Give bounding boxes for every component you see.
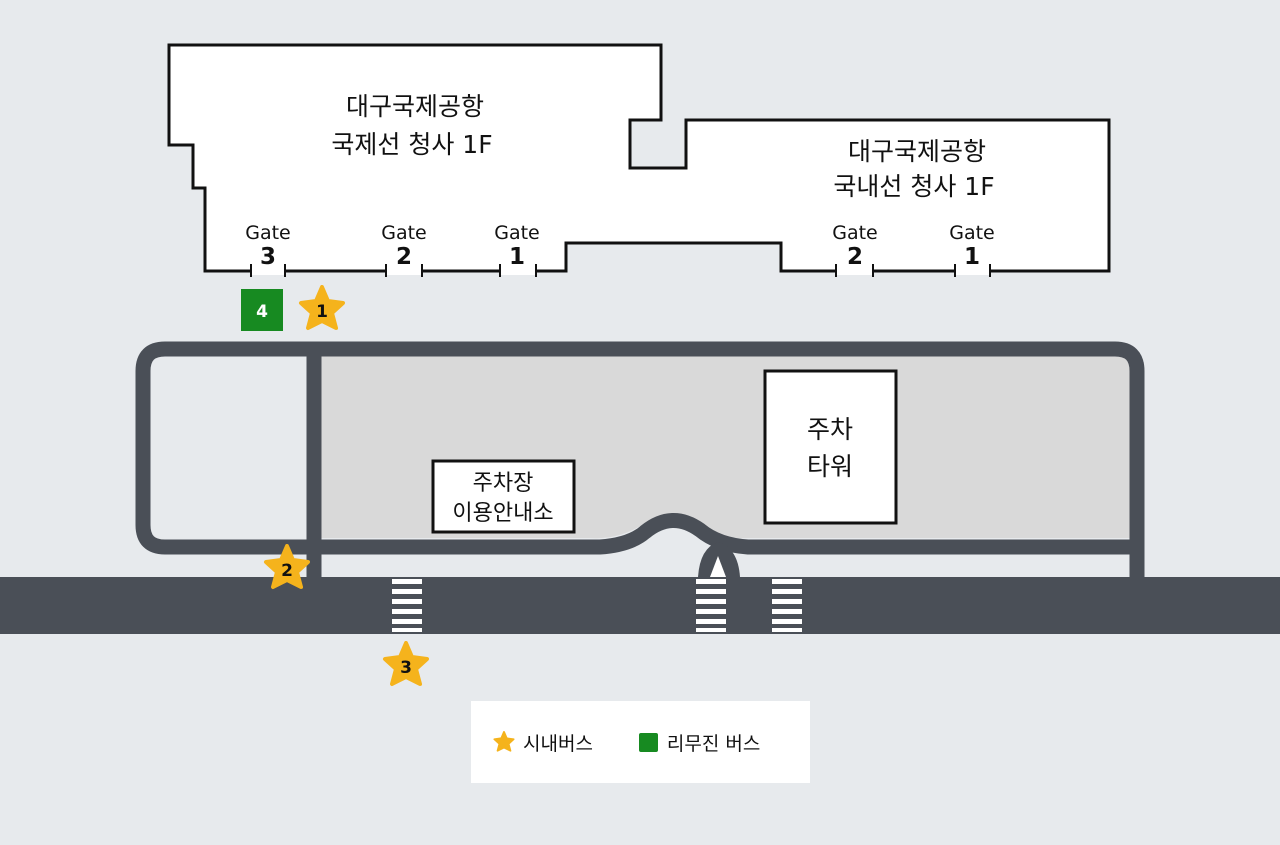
road-ramp-gap bbox=[710, 556, 726, 577]
gate-label-word: Gate bbox=[381, 222, 427, 244]
legend-item-limousine-bus: 리무진 버스 bbox=[593, 729, 760, 756]
parking-info-office-label: 이용안내소 bbox=[452, 501, 553, 526]
crosswalk-right bbox=[772, 579, 802, 632]
parking-tower bbox=[763, 369, 898, 525]
gate-number: 3 bbox=[260, 244, 276, 270]
gate-number: 1 bbox=[509, 244, 525, 270]
gate-label-word: Gate bbox=[832, 222, 878, 244]
international-terminal-floor: 국제선 청사 1F bbox=[331, 130, 492, 159]
crosswalk-left bbox=[392, 579, 422, 632]
international-terminal-building bbox=[167, 43, 1111, 273]
gate-number: 1 bbox=[964, 244, 980, 270]
bus-stop-number: 2 bbox=[281, 561, 293, 581]
crosswalk-center bbox=[696, 579, 726, 632]
legend-label-city-bus: 시내버스 bbox=[523, 732, 593, 755]
gate-label-word: Gate bbox=[494, 222, 540, 244]
gate-label-word: Gate bbox=[245, 222, 291, 244]
legend-label-limousine-bus: 리무진 버스 bbox=[666, 732, 761, 755]
star-icon bbox=[493, 731, 515, 752]
bus-stop-number: 3 bbox=[400, 658, 412, 678]
map-legend: 시내버스 리무진 버스 bbox=[471, 701, 810, 783]
limousine-stop-number: 4 bbox=[256, 302, 268, 322]
parking-info-office bbox=[431, 459, 576, 534]
loop-road bbox=[135, 341, 1145, 577]
parking-tower-label: 타워 bbox=[807, 452, 853, 481]
limousine-stop-marker bbox=[241, 289, 283, 331]
gate-number: 2 bbox=[847, 244, 863, 270]
gate-openings bbox=[250, 264, 991, 277]
main-road bbox=[0, 577, 1280, 634]
domestic-terminal-title: 대구국제공항 bbox=[848, 137, 986, 166]
legend-item-city-bus: 시내버스 bbox=[471, 729, 593, 756]
international-terminal-title: 대구국제공항 bbox=[346, 92, 484, 121]
square-icon bbox=[638, 732, 658, 752]
domestic-terminal-floor: 국내선 청사 1F bbox=[833, 172, 994, 201]
bus-stop-number: 1 bbox=[316, 302, 328, 322]
gate-number: 2 bbox=[396, 244, 412, 270]
parking-tower-label: 주차 bbox=[807, 415, 853, 444]
parking-info-office-label: 주차장 bbox=[473, 471, 534, 496]
gate-label-word: Gate bbox=[949, 222, 995, 244]
